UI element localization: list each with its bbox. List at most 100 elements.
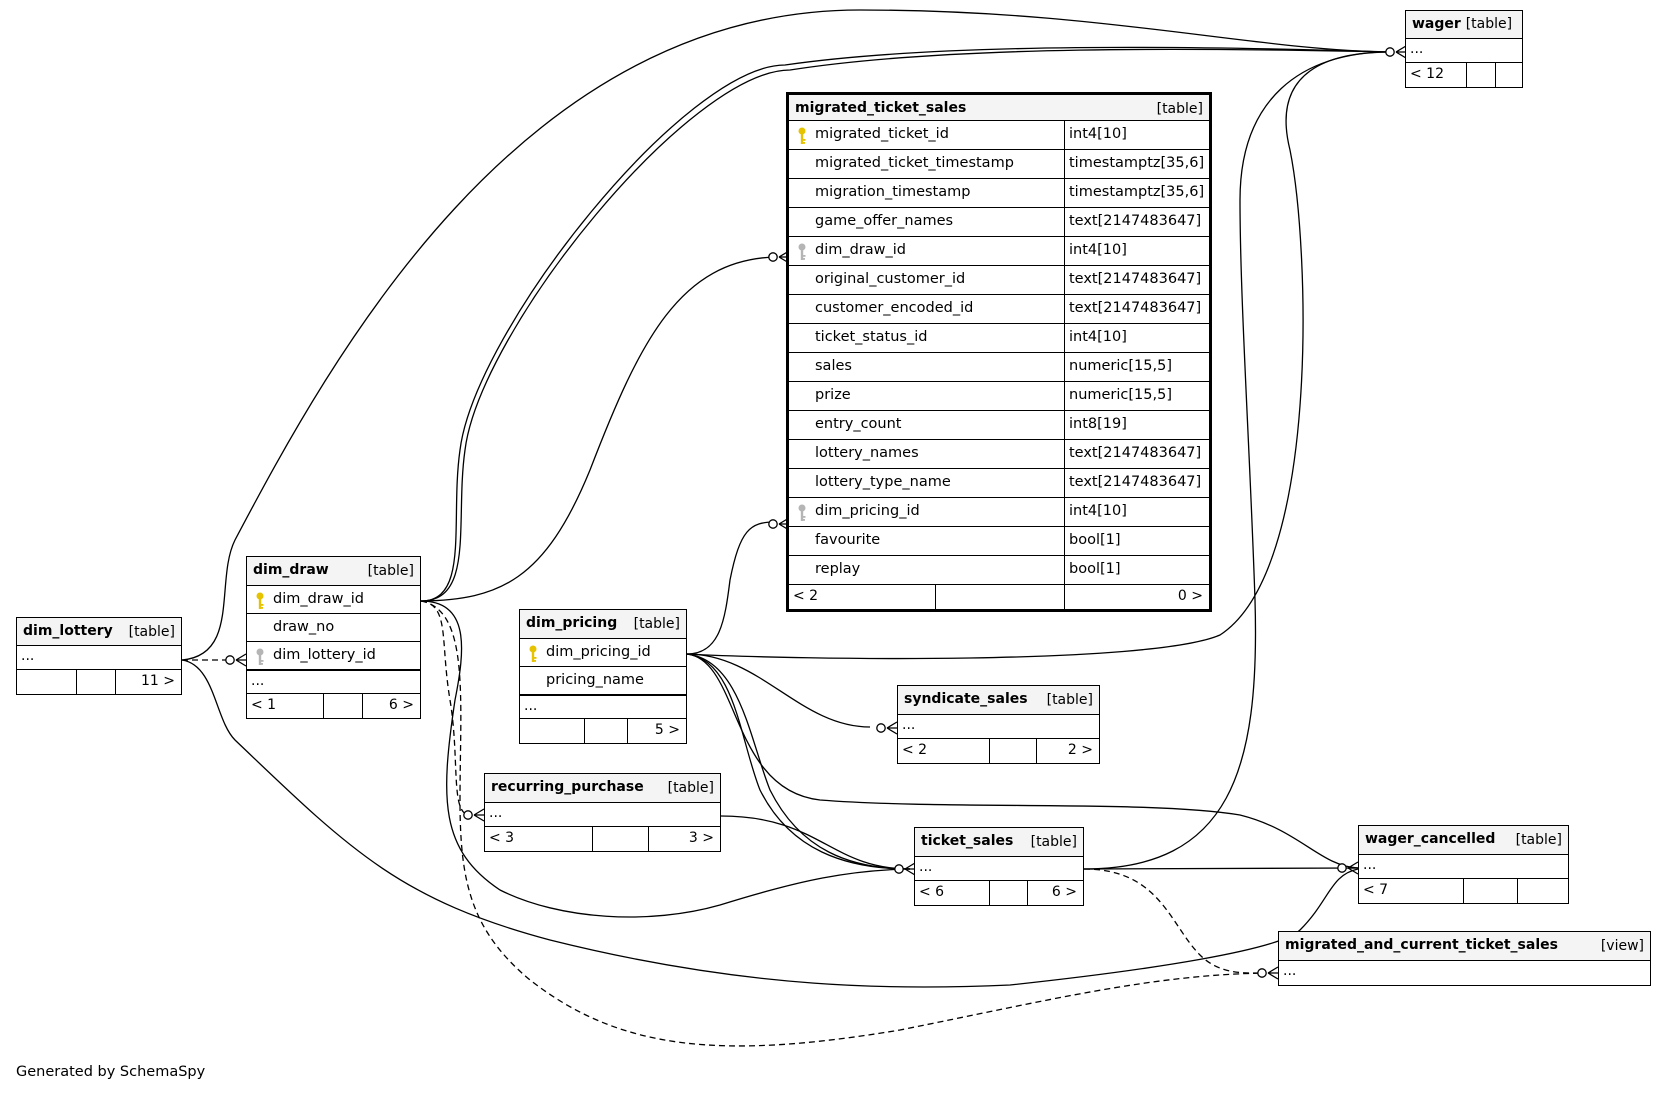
table-name: dim_draw [253,562,329,578]
column-type: timestamptz[35,6] [1064,150,1204,178]
parent-count: < 12 [1410,66,1444,82]
column-type: text[2147483647] [1064,440,1201,468]
column-name: customer_encoded_id [815,300,974,316]
table-kind: [table] [1046,692,1093,708]
table-syndicate-sales[interactable]: syndicate_sales [table] ... < 2 2 > [897,685,1100,764]
column-type: numeric[15,5] [1064,353,1172,381]
table-migrated-ticket-sales[interactable]: migrated_ticket_sales [table] migrated_t… [786,92,1212,612]
edge-dim-draw-to-migrated-and-current [420,600,1266,1047]
footer-cell [935,585,936,609]
table-header: syndicate_sales [table] [898,686,1099,715]
table-wager-cancelled[interactable]: wager_cancelled [table] ... < 7 [1358,825,1569,904]
table-footer: < 3 3 > [485,827,720,851]
column-name: pricing_name [546,672,644,688]
column-name: migrated_ticket_timestamp [815,155,1014,171]
table-name: dim_lottery [23,623,113,639]
edge-dim-pricing-to-wager [686,51,1391,660]
table-kind: [view] [1600,938,1644,954]
column-name: dim_draw_id [273,591,365,607]
columns-ellipsis: ... [1406,39,1522,63]
parent-count: < 1 [251,697,277,713]
column-row[interactable]: migrated_ticket_id int4[10] [789,121,1209,150]
child-count: 6 > [1051,884,1077,900]
child-count: 6 > [388,697,414,713]
parent-count: < 2 [902,742,928,758]
columns-ellipsis: ... [520,695,686,719]
footer-cell [584,719,585,743]
column-name: dim_pricing_id [546,644,651,660]
column-name: migrated_ticket_id [815,126,949,142]
column-row[interactable]: draw_no [247,614,420,642]
table-header: dim_pricing [table] [520,610,686,639]
column-type: int4[10] [1064,121,1127,149]
table-kind: [table] [667,780,714,796]
column-name: migration_timestamp [815,184,971,200]
table-footer: < 1 6 > [247,694,420,718]
table-wager[interactable]: wager [table] ... < 12 [1405,10,1523,88]
footer-cell [989,739,990,763]
view-migrated-and-current-ticket-sales[interactable]: migrated_and_current_ticket_sales [view]… [1278,931,1651,986]
column-row[interactable]: migrated_ticket_timestamp timestamptz[35,… [789,150,1209,179]
edge-dim-lottery-to-wager [181,9,1391,661]
primary-key-icon [798,127,806,144]
footer-cell [1517,879,1518,903]
column-type: int4[10] [1064,498,1127,526]
table-header: dim_lottery [table] [17,618,181,646]
parent-count: < 7 [1363,882,1389,898]
columns-ellipsis: ... [485,803,720,827]
column-row[interactable]: dim_pricing_id [520,639,686,667]
column-type: int4[10] [1064,324,1127,352]
table-recurring-purchase[interactable]: recurring_purchase [table] ... < 3 3 > [484,773,721,852]
column-row[interactable]: dim_lottery_id [247,642,420,670]
table-kind: [table] [1156,101,1203,117]
column-type: bool[1] [1064,527,1121,555]
column-type: int8[19] [1064,411,1127,439]
table-ticket-sales[interactable]: ticket_sales [table] ... < 6 6 > [914,827,1084,906]
column-row[interactable]: pricing_name [520,667,686,695]
column-name: prize [815,387,851,403]
table-footer: < 2 0 > [789,585,1209,609]
child-count: 2 > [1067,742,1093,758]
parent-count: < 6 [919,884,945,900]
edge-dim-draw-to-ticket-sales [420,600,911,918]
column-row[interactable]: dim_draw_id [247,586,420,614]
marker-migrated-pricing [768,519,778,529]
columns-ellipsis: ... [17,646,181,670]
table-kind: [table] [1465,16,1513,32]
table-dim-lottery[interactable]: dim_lottery [table] ... 11 > [16,617,182,695]
table-footer: < 12 [1406,63,1522,87]
footer-cell [1036,739,1037,763]
edge-dim-draw-to-wager-b [420,46,1391,602]
footer-cell [1064,585,1065,609]
footer-cell [648,827,649,851]
column-row[interactable]: ticket_status_id int4[10] [789,324,1209,353]
table-header: dim_draw [table] [247,557,420,586]
column-name: ticket_status_id [815,329,928,345]
footer-cell [1027,881,1028,905]
table-name: wager [1412,16,1461,32]
table-footer: < 6 6 > [915,881,1083,905]
footer-cell [592,827,593,851]
column-name: lottery_type_name [815,474,951,490]
columns-ellipsis: ... [898,715,1099,739]
table-name: wager_cancelled [1365,831,1496,847]
foreign-key-icon [798,243,806,260]
parent-count: < 2 [793,588,819,604]
